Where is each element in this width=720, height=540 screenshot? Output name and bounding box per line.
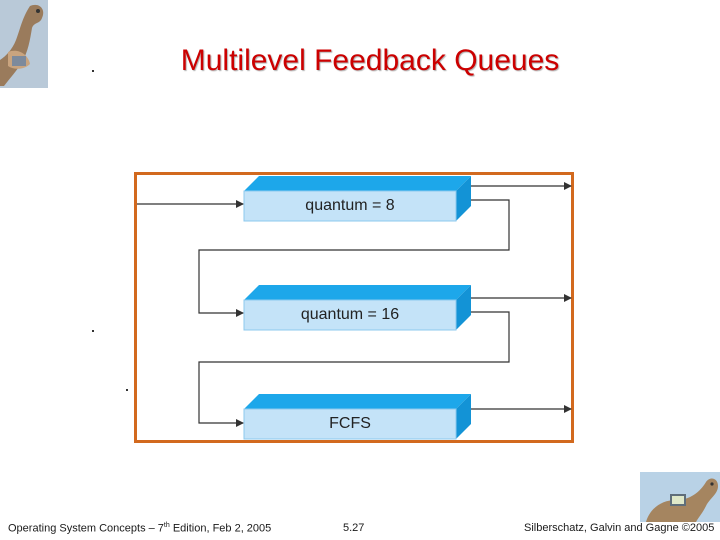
queue-3-label: FCFS (329, 415, 371, 432)
queue-3: FCFS (243, 394, 471, 440)
stray-dot (92, 330, 94, 332)
queue-2-front (243, 299, 457, 331)
footer-book-title-pre: Operating System Concepts – 7 (8, 522, 164, 535)
queue-2: quantum = 16 (243, 285, 471, 331)
queue-1-label: quantum = 8 (305, 197, 395, 214)
footer-book-title-sup: th (163, 522, 170, 529)
dinosaur-logo-icon (0, 0, 48, 88)
footer-copyright: Silberschatz, Galvin and Gagne ©2005 (524, 522, 715, 534)
queue-1-front (243, 190, 457, 222)
dinosaur-computer-logo-icon (640, 472, 720, 522)
queue-1-top (244, 176, 471, 191)
stray-dot (126, 389, 128, 391)
queue-2-label: quantum = 16 (301, 306, 399, 323)
queue-3-top (244, 394, 471, 409)
queue-3-front (243, 408, 457, 440)
footer-book-title: Operating System Concepts – 7th Edition,… (8, 522, 271, 535)
stray-dot (92, 70, 94, 72)
queue-2-top (244, 285, 471, 300)
slide-title: Multilevel Feedback Queues (180, 44, 560, 78)
footer-slide-number: 5.27 (343, 522, 365, 534)
queue-3-side (456, 394, 471, 439)
footer-book-title-post: Edition, Feb 2, 2005 (169, 522, 272, 535)
demote-path-1 (198, 199, 510, 317)
queue-1-side (456, 176, 471, 221)
demote-path-2 (198, 311, 510, 427)
queue-1: quantum = 8 (243, 176, 471, 222)
queue-2-side (456, 285, 471, 330)
